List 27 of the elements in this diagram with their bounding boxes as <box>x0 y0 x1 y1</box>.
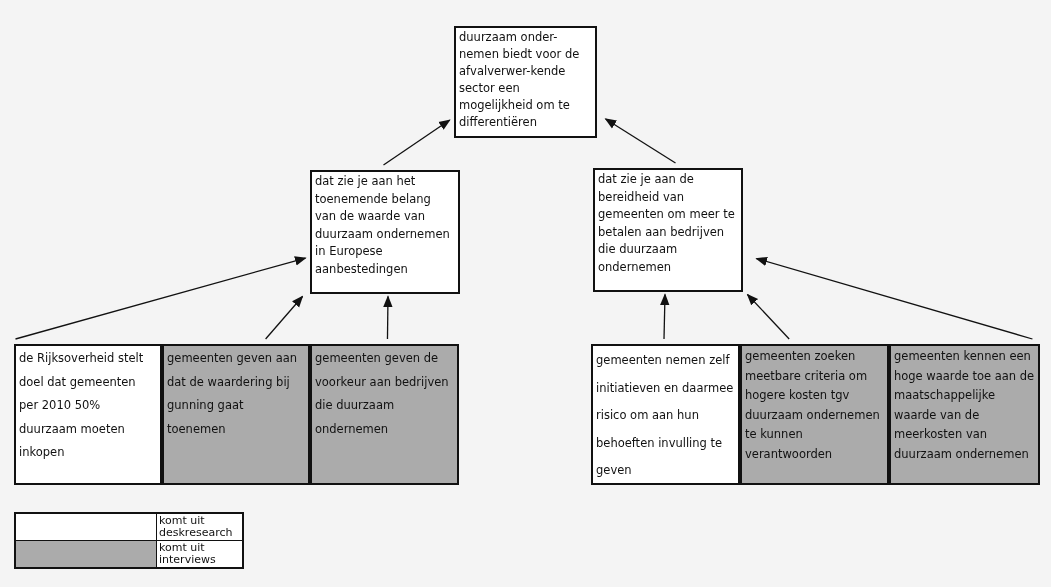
arrow <box>382 119 451 166</box>
text-box <box>14 344 162 485</box>
text-box <box>591 344 740 485</box>
node-text: gemeenten nemen zelf initiatieven en daarmee risico om aan hun behoeften invulling te geven <box>596 352 735 479</box>
node-text: duurzaam onder-nemen biedt voor de afvalverwer-kende sector een mogelijkheid om te differentiëren <box>459 29 581 131</box>
node-text: gemeenten geven aan dat de waardering bij gunning gaat toenemen <box>167 350 299 438</box>
shaded-text-box <box>889 344 1040 485</box>
arrow <box>604 118 677 164</box>
text-box <box>454 26 597 138</box>
arrow <box>383 295 393 340</box>
node-text: gemeenten kennen een hoge waarde toe aan de maatschappelijke waarde van de meerkosten van duurzaam ondernemen <box>894 348 1035 463</box>
node-text: dat zie je aan het toenemende belang van de waarde van duurzaam ondernemen in Europese aanbestedingen <box>315 173 451 278</box>
shaded-text-box <box>310 344 459 485</box>
node-text: de Rijksoverheid stelt doel dat gemeenten per 2010 50% duurzaam moeten inkopen <box>19 350 145 461</box>
arrow <box>14 256 307 340</box>
arrow <box>264 295 304 340</box>
node-text: gemeenten zoeken meetbare criteria om hogere kosten tgv duurzaam ondernemen te kunnen verantwoorden <box>745 348 881 463</box>
shaded-text-box <box>162 344 310 485</box>
arrow <box>660 293 670 340</box>
node-text: gemeenten geven de voorkeur aan bedrijven die duurzaam ondernemen <box>315 350 450 438</box>
arrow <box>755 257 1034 340</box>
node-text: dat zie je aan de bereidheid van gemeenten om meer te betalen aan bedrijven die duurzaam ondernemen <box>598 171 736 276</box>
text-box <box>593 168 743 292</box>
legend-text: komt uit interviews <box>157 541 242 567</box>
text-box <box>310 170 460 294</box>
arrow <box>746 293 790 340</box>
shaded-text-box <box>740 344 889 485</box>
